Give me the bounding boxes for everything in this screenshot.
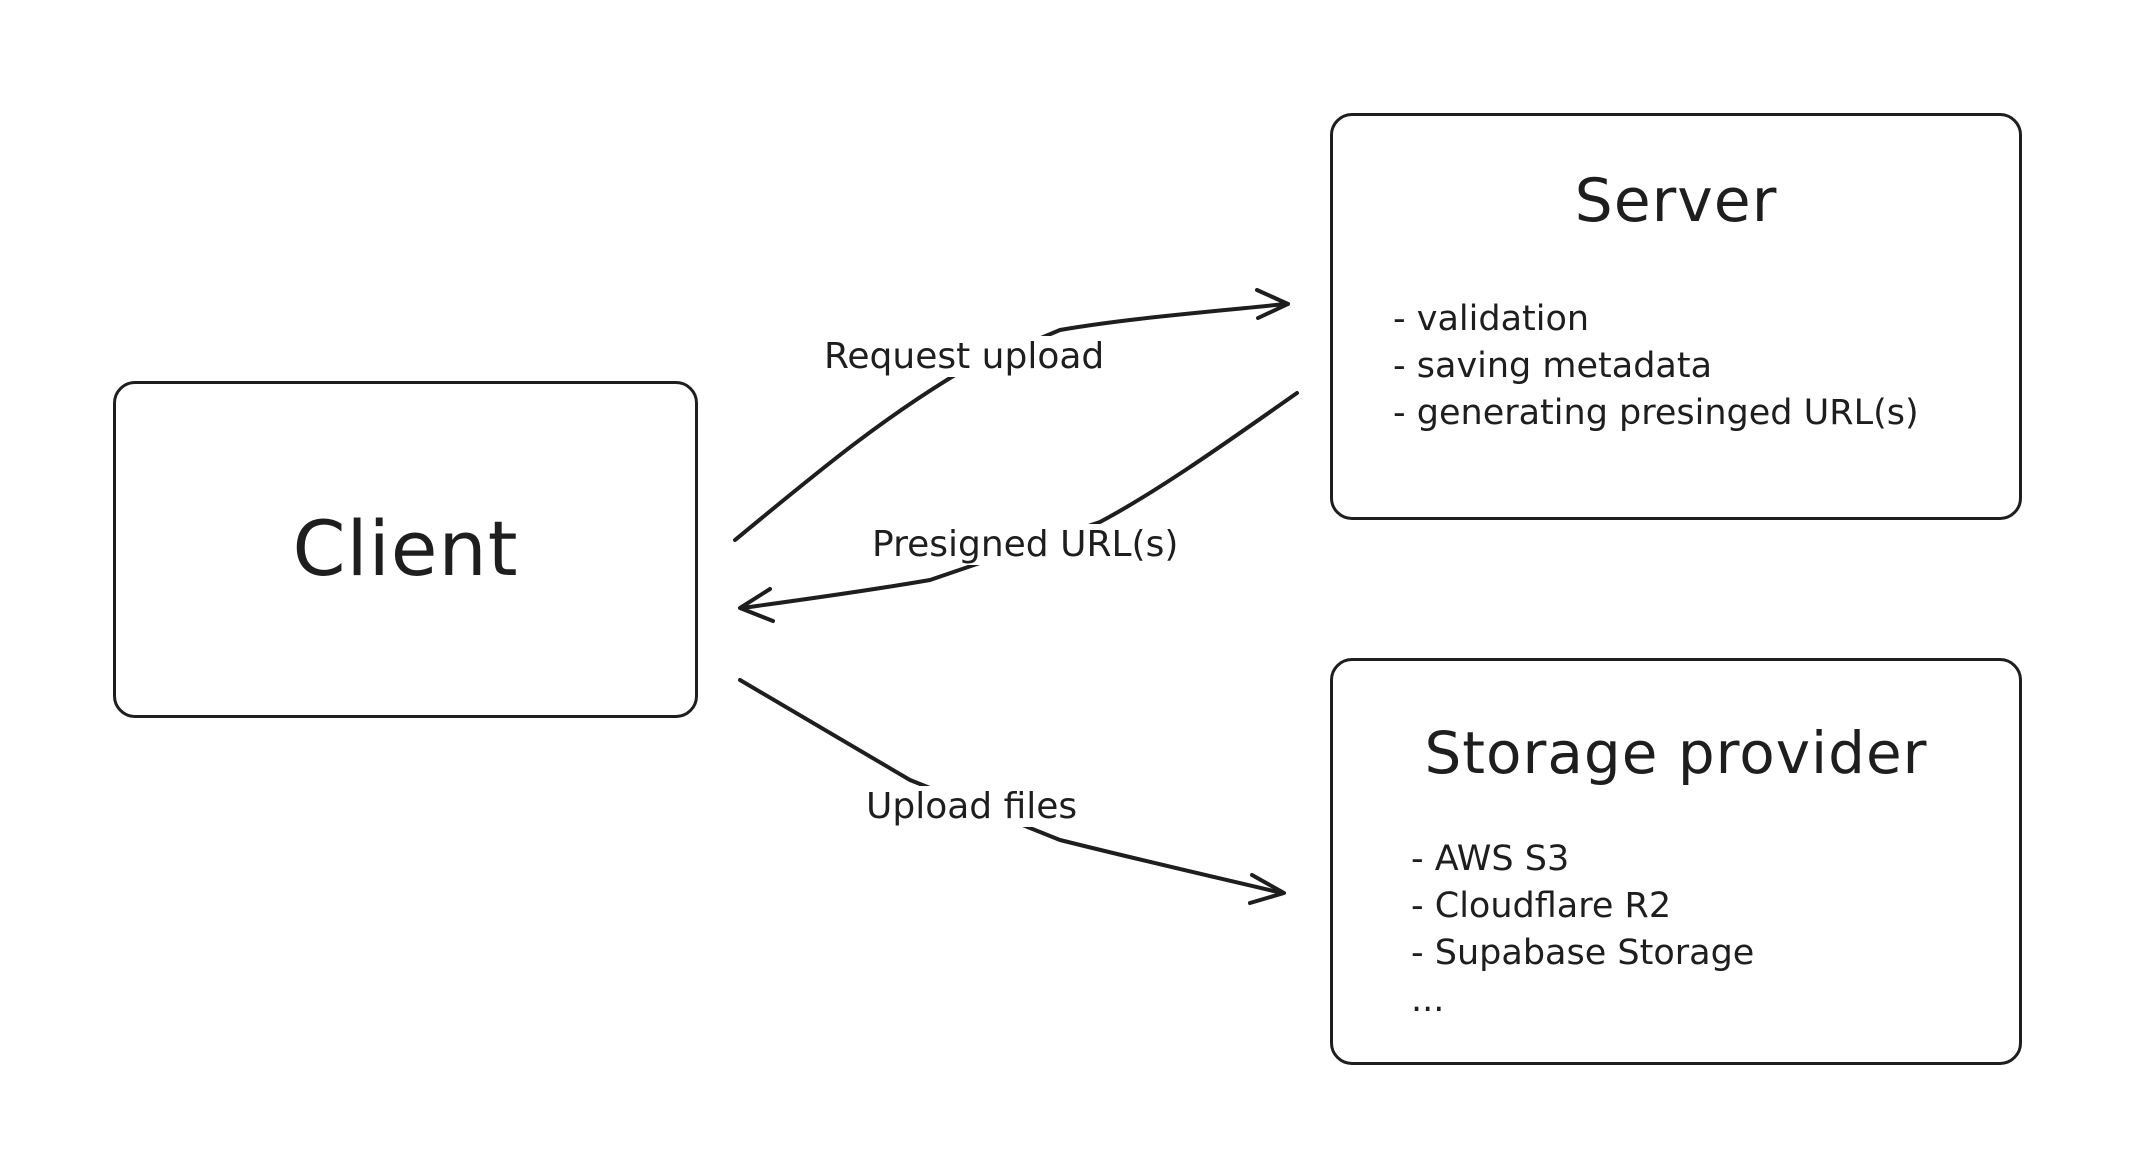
client-node: Client: [113, 381, 698, 718]
presigned-urls-arrow: [740, 391, 1299, 610]
server-bullet: - generating presinged URL(s): [1393, 393, 1919, 433]
presigned-urls-label: Presigned URL(s): [868, 524, 1183, 565]
server-bullet: - validation: [1393, 299, 1590, 339]
storage-bullet: - Cloudflare R2: [1411, 886, 1672, 926]
server-title: Server: [1574, 166, 1778, 236]
storage-title: Storage provider: [1424, 719, 1928, 787]
storage-bullet: - Supabase Storage: [1411, 933, 1755, 973]
request-upload-arrowhead: [1255, 288, 1290, 320]
presigned-urls-arrowhead: [738, 587, 775, 623]
request-upload-label: Request upload: [820, 336, 1109, 377]
upload-files-label: Upload files: [862, 786, 1082, 827]
upload-files-arrowhead: [1248, 873, 1286, 905]
server-node: Server - validation - saving metadata - …: [1330, 113, 2022, 520]
client-title: Client: [292, 504, 519, 593]
storage-bullet: ...: [1411, 980, 1445, 1020]
storage-provider-node: Storage provider - AWS S3 - Cloudflare R…: [1330, 658, 2022, 1065]
server-responsibilities-list: - validation - saving metadata - generat…: [1393, 296, 1919, 437]
upload-files-arrow: [738, 678, 1284, 895]
storage-bullet: - AWS S3: [1411, 839, 1570, 879]
server-bullet: - saving metadata: [1393, 346, 1713, 386]
storage-providers-list: - AWS S3 - Cloudflare R2 - Supabase Stor…: [1411, 836, 1754, 1024]
